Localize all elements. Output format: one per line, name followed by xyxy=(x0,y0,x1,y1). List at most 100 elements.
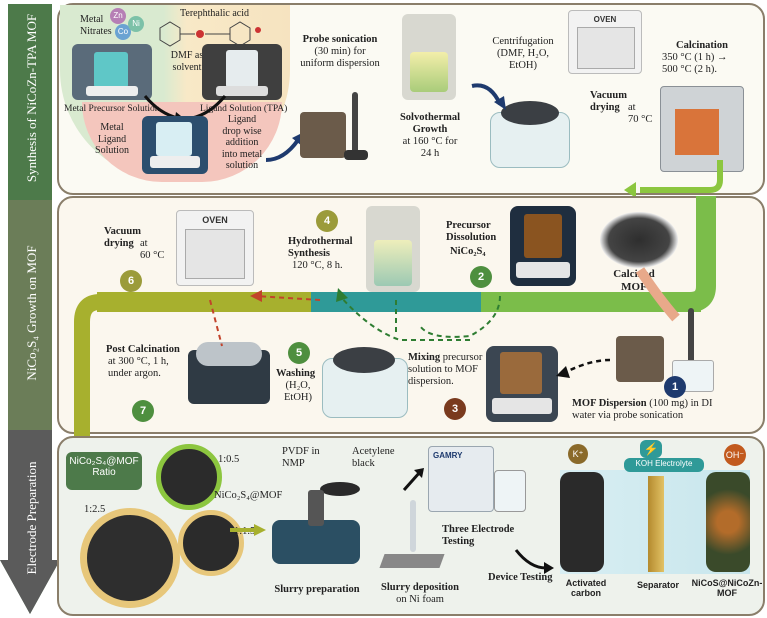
ion-ni-badge: Ni xyxy=(128,16,144,32)
oven-icon-1: OVEN xyxy=(568,10,642,74)
mixing-detail: precursor solution to MOF dispersion. xyxy=(408,352,483,388)
post-calcination-detail: at 300 °C, 1 h, under argon. xyxy=(108,356,169,380)
metal-precursor-photo xyxy=(72,44,152,100)
autoclave-icon xyxy=(402,14,456,100)
k-ion-badge: K⁺ xyxy=(568,444,588,464)
furnace-icon xyxy=(660,86,744,172)
solvothermal-title: Solvothermal Growth xyxy=(399,112,461,136)
ratio-label-box: NiCo₂S₄@MOF Ratio xyxy=(66,452,142,490)
calcination-detail: 350 °C (1 h) → 500 °C (2 h). xyxy=(662,52,728,76)
process-bar-left xyxy=(74,294,101,442)
ion-zn-badge: Zn xyxy=(110,8,126,24)
step-5-badge: 5 xyxy=(288,342,310,364)
step-7-badge: 7 xyxy=(132,400,154,422)
step-6-badge: 6 xyxy=(120,270,142,292)
slurry-prep-label: Slurry preparation xyxy=(274,584,360,595)
three-electrode-label: Three Electrode Testing xyxy=(442,524,515,548)
oven-icon-2: OVEN xyxy=(176,210,254,286)
autoclave-icon-2 xyxy=(366,206,420,292)
ratio-arrow xyxy=(230,524,266,536)
washing-title: Washing xyxy=(276,368,316,379)
ratio-d-label: 1:2.5 xyxy=(84,504,106,515)
tube-furnace-icon xyxy=(188,342,270,404)
precursor-dissolution-formula: NiCo₂S₄ xyxy=(450,246,486,257)
probe-sonication-title: Probe sonication xyxy=(302,34,378,45)
ratio-b-label: NiCo₂S₄@MOF xyxy=(214,490,283,501)
activated-carbon-electrode xyxy=(560,472,604,572)
solvothermal-detail: at 160 °C for 24 h xyxy=(402,136,458,160)
ligand-drop-label: Ligand drop wise addition into metal sol… xyxy=(221,114,263,171)
probe-sonicator-2 xyxy=(616,336,664,382)
ligand-solution-label: Ligand Solution (TPA) xyxy=(200,104,288,114)
step-2-badge: 2 xyxy=(470,266,492,288)
probe-sonication-detail: (30 min) for uniform dispersion xyxy=(300,46,380,70)
ratio-label-text: NiCo₂S₄@MOF Ratio xyxy=(69,456,139,478)
nicos-label: NiCoS@NiCoZn- MOF xyxy=(691,578,763,599)
dispersion-detail: (100 mg) in DI water via probe sonicatio… xyxy=(572,398,713,422)
lightning-icon: ⚡ xyxy=(640,440,662,458)
activated-carbon-label: Activated carbon xyxy=(565,578,607,599)
probe-sonicator-device xyxy=(300,112,346,158)
process-bar-green xyxy=(481,292,701,312)
oh-ion-badge: OH⁻ xyxy=(724,444,746,466)
flow-arrow-centrifuge xyxy=(471,83,506,110)
mixing-beaker xyxy=(486,346,558,422)
connector-panel1-2 xyxy=(624,160,723,198)
slurry-dep-title: Slurry deposition xyxy=(381,582,459,593)
step-3-badge: 3 xyxy=(444,398,466,420)
ratio-disc-c xyxy=(178,510,244,576)
vacuum-drying-title-2: Vacuum drying xyxy=(104,226,141,250)
mixing-label: Mixing precursor solution to MOF dispers… xyxy=(408,352,508,388)
ni-foam-icon xyxy=(379,554,445,568)
potentiostat-brand: GAMRY xyxy=(433,451,463,460)
metal-precursor-label: Metal Precursor Solution xyxy=(64,104,160,114)
metal-nitrates-label: Metal Nitrates xyxy=(80,14,112,37)
arrow-to-device xyxy=(514,549,554,574)
device-testing-label: Device Testing xyxy=(488,572,553,583)
separator-sheet xyxy=(648,476,664,572)
centrifugation-detail: (DMF, H₂O, EtOH) xyxy=(496,48,550,72)
vacuum-drying-detail-2: at 60 °C xyxy=(140,238,165,262)
probe-stand-2 xyxy=(688,308,694,384)
acetylene-powder-icon xyxy=(320,482,360,496)
probe-sonicator-stand xyxy=(352,92,358,158)
ratio-a-label: 1:0.5 xyxy=(218,454,240,465)
pipette-icon xyxy=(410,500,416,552)
sidebar-arrow xyxy=(0,4,60,614)
arrow-to-potentiostat xyxy=(402,468,424,491)
nicos-electrode xyxy=(706,472,750,572)
ion-co-badge: Co xyxy=(115,24,131,40)
vacuum-drying-detail-1: at 70 °C xyxy=(628,102,653,126)
slurry-dep-detail: on Ni foam xyxy=(396,594,444,605)
dispersion-label: MOF Dispersion (100 mg) in DI water via … xyxy=(572,398,758,422)
oven-label-2: OVEN xyxy=(202,215,228,225)
slurry-stirrer xyxy=(272,490,360,564)
metal-ligand-label: Metal Ligand Solution xyxy=(95,122,129,156)
vacuum-drying-title-1: Vacuum drying xyxy=(590,90,627,114)
hydrothermal-title: Hydrothermal Synthesis xyxy=(288,236,353,260)
oven-label-1: OVEN xyxy=(593,15,617,24)
precursor-beaker xyxy=(510,206,576,286)
post-calcination-title: Post Calcination xyxy=(106,344,180,355)
step-1-badge: 1 xyxy=(664,376,686,398)
dmf-label: DMF as solvent xyxy=(170,50,204,73)
precursor-dissolution-title: Precursor Dissolution xyxy=(446,220,497,244)
centrifugation-title: Centrifugation xyxy=(492,36,554,47)
pvdf-label: PVDF in NMP xyxy=(282,446,320,470)
process-bar-elbow xyxy=(680,196,716,312)
probe-sonicator-base xyxy=(344,150,368,160)
ratio-disc-a xyxy=(156,444,222,510)
hydrothermal-detail: 120 °C, 8 h. xyxy=(292,260,343,271)
electrochem-cell-icon xyxy=(494,470,526,512)
metal-ligand-beaker xyxy=(142,116,208,174)
electrolyte-banner: KOH Electrolyte xyxy=(624,458,704,472)
potentiostat-icon: GAMRY xyxy=(428,446,494,512)
calcination-title: Calcination xyxy=(676,40,728,51)
dispersion-title: MOF Dispersion xyxy=(572,398,647,409)
tpa-molecule-icon xyxy=(159,21,261,47)
calcined-mof-powder xyxy=(600,212,678,268)
ratio-disc-d xyxy=(80,508,180,608)
step-4-badge: 4 xyxy=(316,210,338,232)
centrifuge-icon xyxy=(490,101,570,168)
